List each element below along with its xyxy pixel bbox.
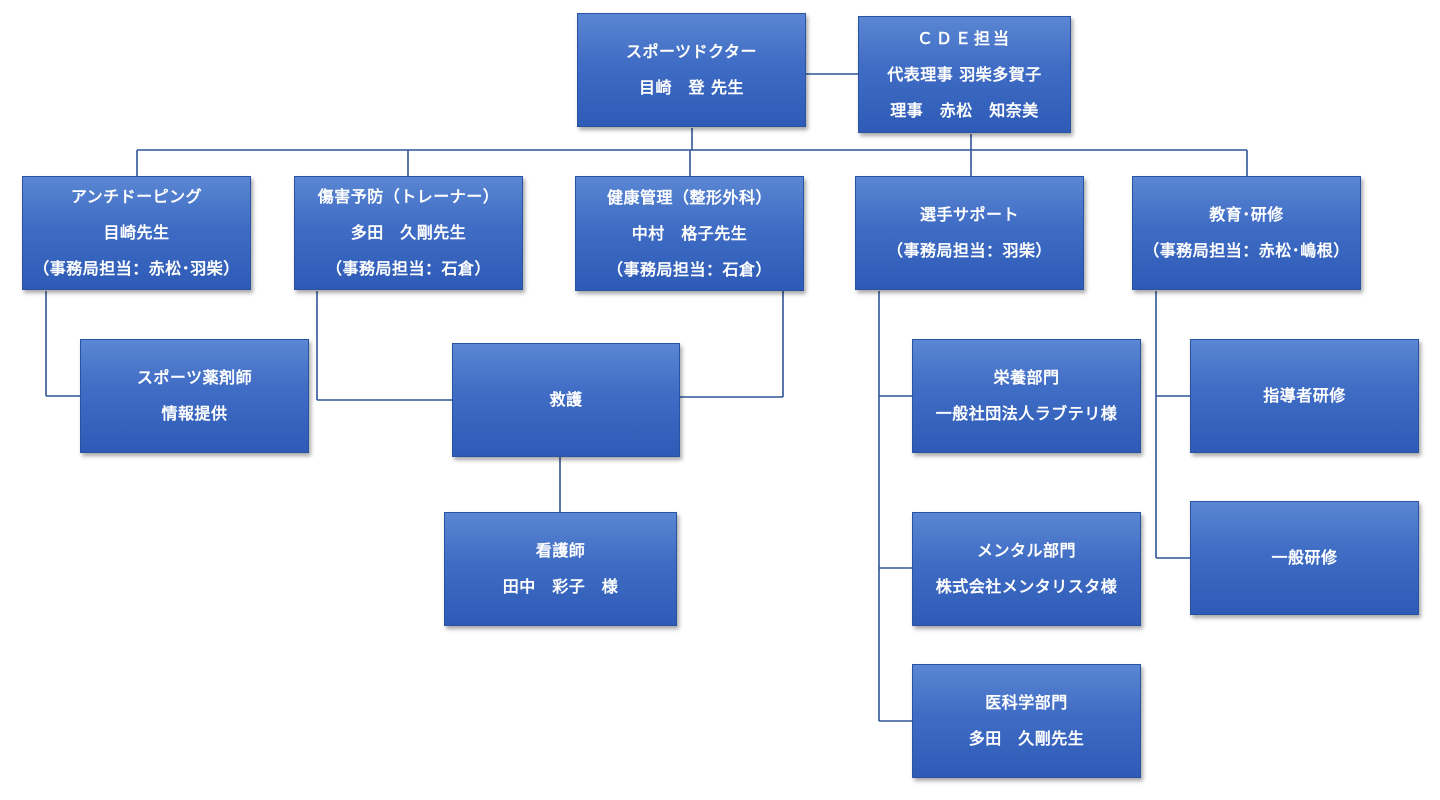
nutrition-sub: 一般社団法人ラブテリ様 [935,404,1118,423]
cde-title: ＣＤＥ担当 [916,28,1012,48]
athlete-support-box: 選手サポート （事務局担当：羽柴） [855,176,1084,290]
health-management-box: 健康管理（整形外科） 中村 格子先生 （事務局担当：石倉） [575,176,804,291]
general-training-title: 一般研修 [1271,548,1338,567]
mental-title: メンタル部門 [976,541,1076,560]
education-training-title: 教育･研修 [1209,205,1284,224]
cde-box: ＣＤＥ担当 代表理事 羽柴多賀子 理事 赤松 知奈美 [858,16,1071,133]
injury-prevention-box: 傷害予防（トレーナー） 多田 久剛先生 （事務局担当：石倉） [294,176,523,290]
injury-prevention-staff: （事務局担当：石倉） [325,259,491,278]
sports-doctor-name: 目崎 登 先生 [638,78,745,97]
education-training-staff: （事務局担当：赤松･嶋根） [1143,241,1350,260]
health-management-name: 中村 格子先生 [631,223,748,243]
cde-representative: 代表理事 羽柴多賀子 [887,64,1042,84]
nutrition-box: 栄養部門 一般社団法人ラブテリ様 [912,339,1141,453]
medical-science-box: 医科学部門 多田 久剛先生 [912,664,1141,778]
athlete-support-title: 選手サポート [919,205,1019,224]
sports-doctor-title: スポーツドクター [625,42,758,61]
nurse-box: 看護師 田中 彩子 様 [444,512,677,626]
cde-director: 理事 赤松 知奈美 [890,100,1039,120]
pharmacist-box: スポーツ薬剤師 情報提供 [80,339,309,453]
medical-science-title: 医科学部門 [985,693,1068,712]
medical-science-name: 多田 久剛先生 [968,729,1085,748]
sports-doctor-box: スポーツドクター 目崎 登 先生 [577,13,806,127]
injury-prevention-name: 多田 久剛先生 [350,223,467,242]
mental-sub: 株式会社メンタリスタ様 [935,577,1118,596]
injury-prevention-title: 傷害予防（トレーナー） [317,187,500,206]
coach-training-title: 指導者研修 [1263,386,1346,405]
anti-doping-title: アンチドーピング [70,187,203,206]
health-management-title: 健康管理（整形外科） [606,187,772,207]
general-training-box: 一般研修 [1190,501,1419,615]
coach-training-box: 指導者研修 [1190,339,1419,453]
nutrition-title: 栄養部門 [993,368,1060,387]
rescue-box: 救護 [452,343,680,457]
education-training-box: 教育･研修 （事務局担当：赤松･嶋根） [1132,176,1361,290]
health-management-staff: （事務局担当：石倉） [606,259,772,279]
athlete-support-staff: （事務局担当：羽柴） [886,241,1052,260]
mental-box: メンタル部門 株式会社メンタリスタ様 [912,512,1141,626]
anti-doping-name: 目崎先生 [103,223,170,242]
anti-doping-staff: （事務局担当：赤松･羽柴） [33,259,240,278]
pharmacist-title: スポーツ薬剤師 [136,368,253,387]
anti-doping-box: アンチドーピング 目崎先生 （事務局担当：赤松･羽柴） [22,176,251,290]
pharmacist-sub: 情報提供 [161,404,228,423]
nurse-title: 看護師 [535,541,586,560]
nurse-name: 田中 彩子 様 [502,577,619,596]
rescue-title: 救護 [549,390,583,409]
